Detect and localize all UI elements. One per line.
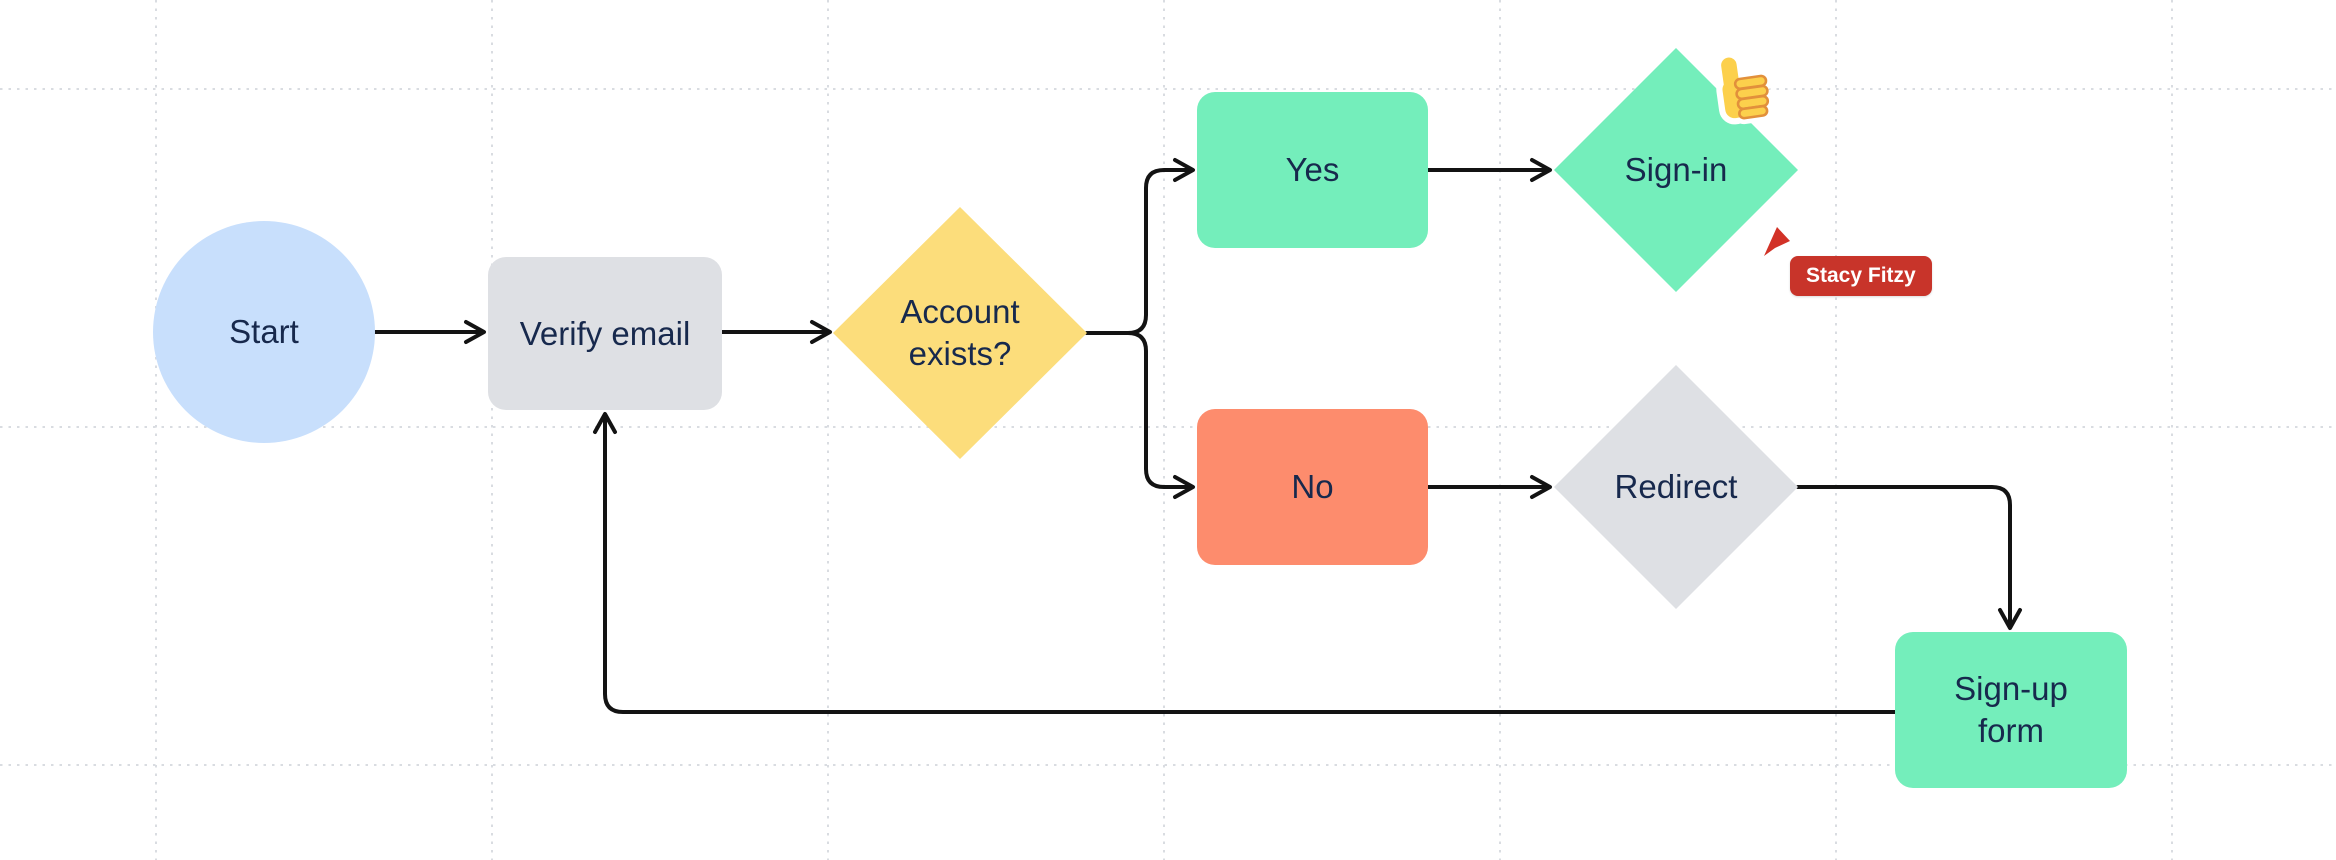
node-yes[interactable]: Yes [1197,92,1428,248]
connector-no-to-redirect[interactable] [1426,475,1552,499]
node-start-label: Start [229,313,299,351]
node-no[interactable]: No [1197,409,1428,565]
connector-verify-email-to-account-exists[interactable] [720,320,832,344]
node-no-label: No [1291,468,1334,506]
connector-account-exists-to-no[interactable] [1085,331,1195,499]
node-sign-up-form[interactable]: Sign-up form [1895,632,2127,788]
collaborator-name-badge: Stacy Fitzy [1790,256,1932,296]
connector-account-exists-to-yes[interactable] [1085,158,1195,335]
node-start[interactable]: Start [153,221,375,443]
connector-redirect-to-sign-up-form[interactable] [1796,485,2022,630]
node-redirect-shape[interactable] [1554,365,1798,609]
connector-yes-to-sign-in[interactable] [1426,158,1552,182]
collaborator-cursor-icon [1764,227,1790,256]
connector-sign-up-form-to-verify-email[interactable] [593,412,1897,714]
node-verify-email[interactable]: Verify email [488,257,722,410]
node-account-exists-shape[interactable] [833,207,1087,459]
thumbs-up-sticker-icon[interactable] [1706,44,1779,132]
collaborator-name: Stacy Fitzy [1806,264,1916,287]
node-yes-label: Yes [1285,151,1340,189]
node-verify-email-label: Verify email [519,314,691,352]
connector-start-to-verify-email[interactable] [373,320,486,344]
node-sign-up-form-label: Sign-up form [1954,670,2068,749]
